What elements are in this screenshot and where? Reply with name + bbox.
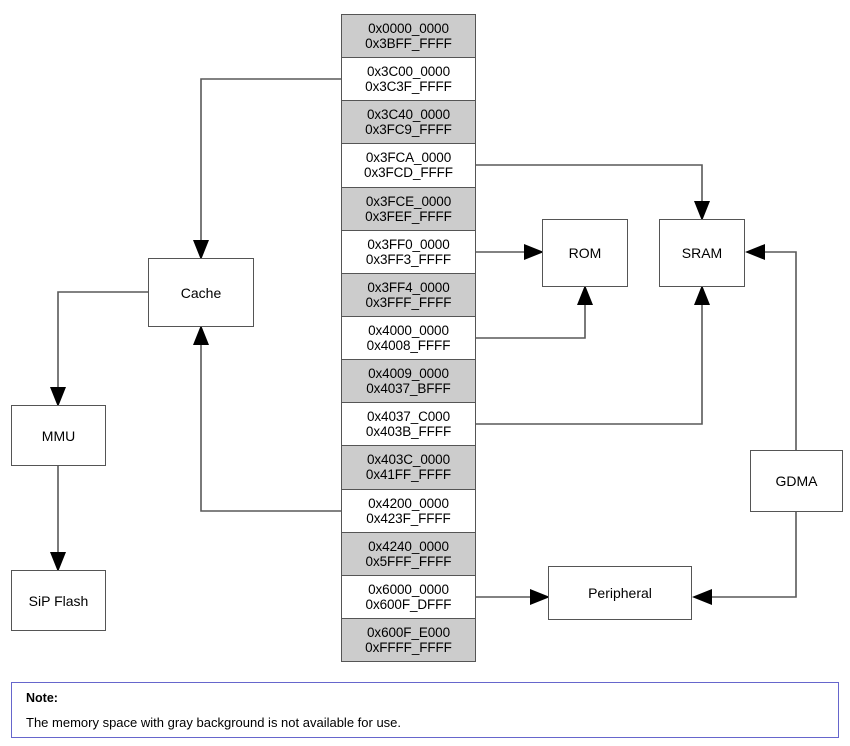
wire-flash-row-to-cache [200,78,341,246]
block-mmu[interactable]: MMU [11,405,106,466]
memory-row-end: 0x4008_FFFF [366,338,451,354]
block-sram[interactable]: SRAM [659,219,745,287]
memory-row-start: 0x3C40_0000 [367,107,450,123]
memory-row: 0x4009_0000 0x4037_BFFF [342,360,475,404]
memory-row-end: 0x3BFF_FFFF [365,36,452,52]
block-sram-label: SRAM [681,245,723,261]
memory-row: 0x0000_0000 0x3BFF_FFFF [342,15,475,59]
memory-row-start: 0x3FCE_0000 [365,193,452,209]
memory-row-start: 0x4000_0000 [368,322,449,338]
memory-row-end: 0x3FEF_FFFF [365,208,452,224]
note-title: Note: [26,691,58,705]
memory-row-end: 0x423F_FFFF [366,510,451,526]
arrowhead-to-sram-right [745,244,765,260]
memory-row-start: 0x403C_0000 [367,452,450,468]
memory-row-end: 0x3FC9_FFFF [365,122,452,138]
block-rom-label: ROM [568,245,602,261]
block-peripheral[interactable]: Peripheral [548,566,692,620]
memory-row: 0x3FCE_0000 0x3FEF_FFFF [342,187,475,231]
memory-row: 0x4000_0000 0x4008_FFFF [342,316,475,361]
memory-row-end: 0x5FFF_FFFF [365,553,452,569]
memory-row-start: 0x0000_0000 [368,20,449,36]
arrowhead-to-cache-top [193,240,209,260]
memory-row: 0x403C_0000 0x41FF_FFFF [342,446,475,490]
memory-row-start: 0x3FCA_0000 [365,150,452,166]
memory-row-end: 0x3FF3_FFFF [365,251,452,267]
memory-row-start: 0x6000_0000 [368,581,449,597]
wire-gdma-to-sram [759,251,797,450]
arrowhead-to-peripheral-right [692,589,712,605]
wire-sram-alias-row-to-sram [476,299,703,425]
address-space-column: 0x0000_0000 0x3BFF_FFFF 0x3C00_0000 0x3C… [341,14,476,662]
memory-row-start: 0x600F_E000 [367,624,450,640]
memory-row: 0x4037_C000 0x403B_FFFF [342,403,475,447]
arrowhead-to-peripheral-left [530,589,550,605]
arrowhead-to-mmu-top [50,387,66,407]
memory-row: 0x4240_0000 0x5FFF_FFFF [342,532,475,576]
block-rom[interactable]: ROM [542,219,628,287]
memory-row: 0x3FCA_0000 0x3FCD_FFFF [342,144,475,188]
memory-row: 0x3C40_0000 0x3FC9_FFFF [342,101,475,145]
wire-gdma-to-peripheral [706,512,797,598]
memory-row: 0x3FF4_0000 0x3FFF_FFFF [342,273,475,317]
arrowhead-to-rom-left [524,244,544,260]
block-sip-flash[interactable]: SiP Flash [11,570,106,631]
memory-row: 0x600F_E000 0xFFFF_FFFF [342,618,475,662]
note-text: The memory space with gray background is… [26,715,402,730]
memory-row-end: 0x3FFF_FFFF [365,294,452,310]
memory-row-end: 0x403B_FFFF [365,424,452,440]
wire-sram-row-top-to-sram [476,164,703,207]
arrowhead-to-rom-bottom [577,285,593,305]
arrowhead-to-sip-flash-top [50,552,66,572]
arrowhead-to-cache-bottom [193,325,209,345]
arrowhead-to-sram-bottom [694,285,710,305]
wire-rom-alias-row-to-rom [476,299,586,339]
note-panel: Note: The memory space with gray backgro… [11,682,839,738]
block-gdma-label: GDMA [775,473,818,489]
block-cache[interactable]: Cache [148,258,254,327]
memory-row: 0x3C00_0000 0x3C3F_FFFF [342,58,475,102]
wire-cache-to-mmu [57,291,148,393]
block-mmu-label: MMU [41,427,76,444]
memory-row-start: 0x4240_0000 [368,538,449,554]
memory-row-start: 0x4200_0000 [368,495,449,511]
memory-row-start: 0x3FF4_0000 [367,279,450,295]
block-peripheral-label: Peripheral [588,585,652,601]
memory-row-end: 0x600F_DFFF [365,596,452,612]
memory-row: 0x3FF0_0000 0x3FF3_FFFF [342,230,475,274]
memory-row-end: 0x3C3F_FFFF [365,79,452,95]
memory-row-end: 0x3FCD_FFFF [364,165,453,181]
memory-row-start: 0x3FF0_0000 [367,236,450,252]
block-gdma[interactable]: GDMA [750,450,843,512]
memory-row-end: 0x4037_BFFF [366,381,451,397]
memory-row: 0x6000_0000 0x600F_DFFF [342,575,475,619]
memory-row-start: 0x4009_0000 [368,366,449,382]
arrowhead-to-sram-top [694,201,710,221]
block-sip-flash-label: SiP Flash [28,592,89,609]
memory-row: 0x4200_0000 0x423F_FFFF [342,489,475,533]
wire-psram-row-to-cache [200,339,341,512]
memory-row-start: 0x3C00_0000 [367,64,450,80]
memory-row-start: 0x4037_C000 [367,409,450,425]
memory-row-end: 0xFFFF_FFFF [365,640,452,656]
memory-row-end: 0x41FF_FFFF [365,467,452,483]
block-cache-label: Cache [180,284,222,301]
